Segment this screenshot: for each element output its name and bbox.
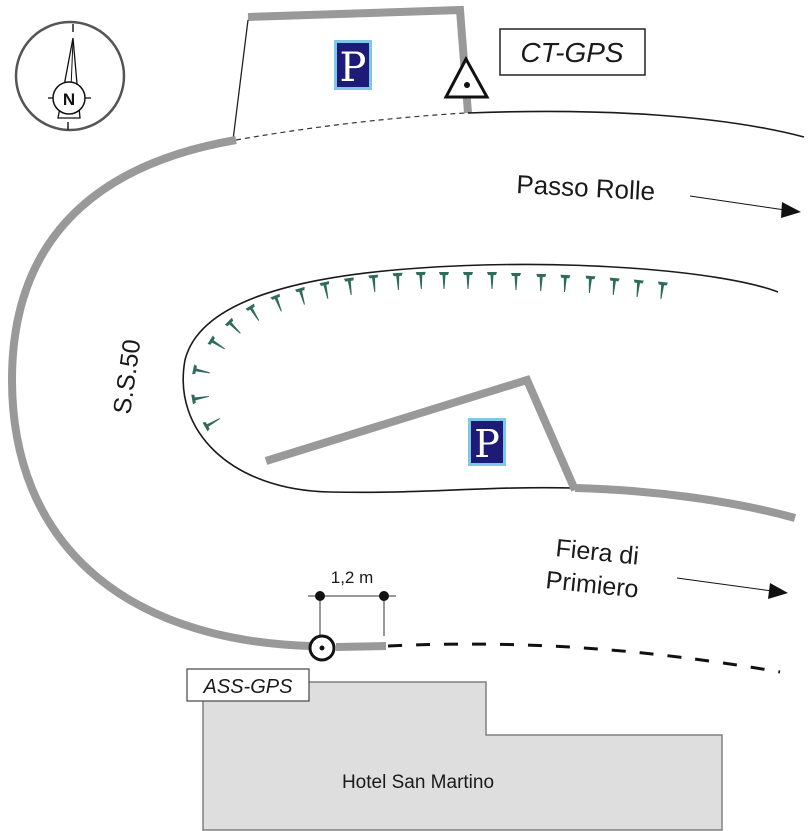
tree-icon (319, 281, 330, 299)
road-edge-lower-dashed (387, 642, 781, 674)
compass-icon: N (14, 20, 126, 132)
tree-icon (536, 273, 547, 292)
arrow-right-icon (676, 577, 788, 599)
road-ss50-wall (7, 136, 311, 650)
road-name-label: S.S.50 (108, 338, 146, 416)
tree-icon (343, 277, 354, 295)
direction-label-fiera-line1: Fiera di (554, 534, 640, 571)
compass-label: N (63, 90, 75, 109)
tree-icon (585, 275, 596, 294)
ct-gps-label: CT-GPS (520, 37, 624, 68)
parking-sign-lower: P (468, 418, 506, 466)
tree-icon (207, 335, 225, 350)
tree-icon (658, 281, 668, 299)
tree-icon (439, 272, 449, 289)
tree-icon (560, 274, 571, 293)
road-wall-segment (335, 642, 387, 651)
tree-icon (368, 274, 379, 293)
tree-icon (392, 272, 403, 291)
tree-icon (224, 317, 241, 334)
tree-icon (463, 272, 473, 289)
tree-icon (191, 394, 209, 405)
ass-gps-label-box: ASS-GPS (186, 668, 310, 702)
parking-icon: P (474, 422, 500, 466)
parking-wall-lower (264, 375, 579, 492)
building-label: Hotel San Martino (342, 772, 494, 793)
distance-measure: 1,2 m (308, 568, 396, 640)
road-edge-upper (467, 110, 805, 138)
island-edge (182, 263, 779, 494)
tree-icon (202, 418, 221, 432)
parking-sign-upper: P (334, 40, 372, 91)
ass-gps-marker-icon (308, 634, 336, 662)
ct-gps-label-box: CT-GPS (499, 28, 646, 76)
parking-edge-left (232, 19, 249, 141)
tree-icon (609, 277, 620, 296)
road-wall-lower-right (574, 484, 797, 522)
tree-icon (415, 271, 426, 290)
tree-icon (245, 303, 260, 321)
tree-icon (633, 279, 644, 298)
tree-icon (294, 286, 305, 305)
tree-icon (192, 364, 210, 375)
parking-entrance-dashed (235, 112, 466, 141)
tree-icon (487, 272, 497, 289)
tree-icon (511, 273, 521, 290)
ct-gps-marker-icon (443, 55, 490, 99)
tree-row (191, 271, 668, 432)
arrow-right-icon (689, 195, 801, 218)
direction-label-fiera-line2: Primiero (544, 566, 639, 604)
direction-label-passo-rolle: Passo Rolle (516, 169, 656, 206)
hotel-building (202, 681, 723, 831)
ass-gps-label: ASS-GPS (203, 676, 294, 698)
tree-icon (270, 293, 282, 312)
parking-icon: P (340, 45, 367, 91)
distance-label: 1,2 m (331, 568, 374, 587)
